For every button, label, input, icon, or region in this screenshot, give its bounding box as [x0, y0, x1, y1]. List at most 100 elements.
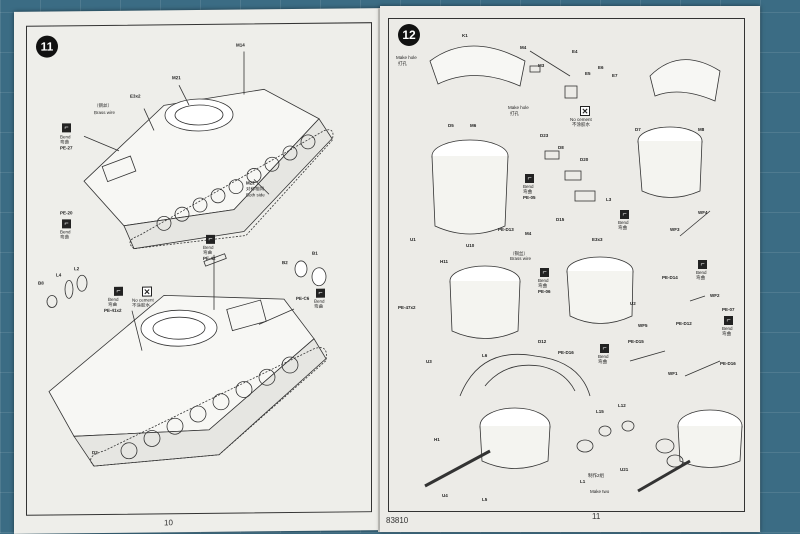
part-label: D7 — [635, 127, 641, 132]
part-label: PE-D12 — [676, 321, 692, 326]
make-hole-cn-label: 打孔 — [398, 61, 407, 66]
bend-icon: ⌐ — [620, 210, 629, 219]
bend-icon: ⌐ — [114, 286, 123, 296]
part-label: PE-41x2 — [104, 307, 122, 313]
part-label: B8 — [38, 280, 44, 286]
part-label: D5 — [448, 123, 454, 128]
part-label: D8 — [558, 145, 564, 150]
part-label: WF2 — [710, 293, 720, 298]
bend-icon: ⌐ — [525, 174, 534, 183]
part-label: D12 — [538, 339, 547, 344]
symmetric-cn-label: 对称相同 — [246, 186, 264, 192]
make-hole-cn-label: 打孔 — [510, 111, 519, 116]
page-frame — [388, 18, 745, 512]
part-label: M4 — [520, 45, 527, 50]
part-label: M14 — [236, 42, 245, 48]
part-label: U21 — [620, 467, 629, 472]
bend-label: Bend — [598, 354, 609, 359]
part-label: D23 — [540, 133, 549, 138]
bend-label: Bend — [618, 220, 629, 225]
step-badge: 12 — [398, 24, 420, 46]
part-label: PE-05 — [523, 195, 536, 200]
bend-label: Bend — [696, 270, 707, 275]
part-label: E5 — [585, 71, 591, 76]
part-label: B1 — [312, 250, 318, 256]
no-cement-icon: ✕ — [580, 106, 590, 116]
make-two-cn-label: 制作2组 — [588, 473, 605, 478]
part-label: M4 — [525, 231, 532, 236]
bend-cn-label: 弯曲 — [108, 301, 117, 307]
bend-cn-label: 弯曲 — [598, 359, 607, 364]
bend-label: Bend — [538, 278, 549, 283]
part-label: L3 — [606, 197, 612, 202]
part-label: H1 — [434, 437, 440, 442]
part-label: PE-D16 — [558, 350, 574, 355]
part-label: PE-D14 — [662, 275, 678, 280]
tank-assembly-drawing-upper — [46, 51, 334, 467]
part-label: E7 — [612, 73, 618, 78]
part-label: PE-C6 — [296, 295, 310, 301]
instruction-page-right: 12 — [380, 6, 760, 532]
part-label: M3 — [538, 63, 545, 68]
part-label: WF4 — [698, 210, 708, 215]
bend-icon: ⌐ — [698, 260, 707, 269]
part-label: M6 — [470, 123, 477, 128]
part-label: D20 — [580, 157, 589, 162]
part-label: E3x2 — [130, 93, 141, 99]
no-cement-cn-label: 不涂胶水 — [572, 122, 590, 127]
part-label: L12 — [618, 403, 626, 408]
make-two-label: Make two — [590, 489, 610, 494]
part-label: D15 — [556, 217, 565, 222]
bend-icon: ⌐ — [62, 219, 71, 229]
part-label: L4 — [56, 272, 62, 278]
bend-icon: ⌐ — [316, 288, 325, 298]
make-hole-label: Make hole — [396, 55, 417, 60]
part-label: K1 — [462, 33, 468, 38]
part-label: M8 — [698, 127, 705, 132]
turret-assembly-drawing — [424, 45, 743, 493]
part-label: U4 — [442, 493, 448, 498]
bend-label: Bend — [722, 326, 733, 331]
part-label: U1 — [410, 237, 416, 242]
no-cement-icon: ✕ — [142, 286, 152, 297]
brass-wire-label: Brass wire — [510, 256, 532, 261]
brass-wire-cn-label: （铜丝） — [510, 251, 528, 256]
part-label: PE-42 — [203, 255, 216, 261]
bend-cn-label: 弯曲 — [618, 225, 627, 230]
part-label: M22 — [246, 180, 255, 186]
part-label: PE-D16 — [720, 361, 736, 366]
part-label: L5 — [482, 497, 488, 502]
part-label: WF1 — [668, 371, 678, 376]
part-label: PE-20 — [60, 210, 73, 216]
bend-icon: ⌐ — [62, 123, 71, 133]
part-label: WF3 — [670, 227, 680, 232]
bend-cn-label: 弯曲 — [538, 283, 547, 288]
part-label: L6 — [482, 353, 488, 358]
bend-icon: ⌐ — [600, 344, 609, 353]
bend-icon: ⌐ — [206, 234, 215, 244]
bend-cn-label: 弯曲 — [60, 234, 69, 240]
page-number: 11 — [592, 512, 601, 521]
bend-cn-label: 弯曲 — [696, 275, 705, 280]
part-label: E3x3 — [592, 237, 603, 242]
part-label: L15 — [596, 409, 604, 414]
part-label: H11 — [440, 259, 449, 264]
page-number: 10 — [164, 518, 173, 528]
bend-cn-label: 弯曲 — [523, 189, 532, 194]
part-label: L2 — [74, 266, 80, 272]
part-label: M21 — [172, 75, 181, 81]
part-label: E4 — [572, 49, 578, 54]
bend-icon: ⌐ — [540, 268, 549, 277]
instruction-page-left: 11 — [14, 8, 382, 534]
bend-cn-label: 弯曲 — [722, 331, 731, 336]
part-label: PE-06 — [538, 289, 551, 294]
part-label: E6 — [598, 65, 604, 70]
part-label: L1 — [580, 479, 586, 484]
part-label: WF5 — [638, 323, 648, 328]
bend-cn-label: 弯曲 — [203, 249, 212, 255]
brass-wire-cn-label: （铜丝） — [94, 102, 112, 109]
part-label: PE-47x2 — [398, 305, 416, 310]
kit-number: 83810 — [386, 516, 409, 525]
make-hole-label: Make hole — [508, 105, 529, 110]
no-cement-label: No cement — [570, 117, 592, 122]
